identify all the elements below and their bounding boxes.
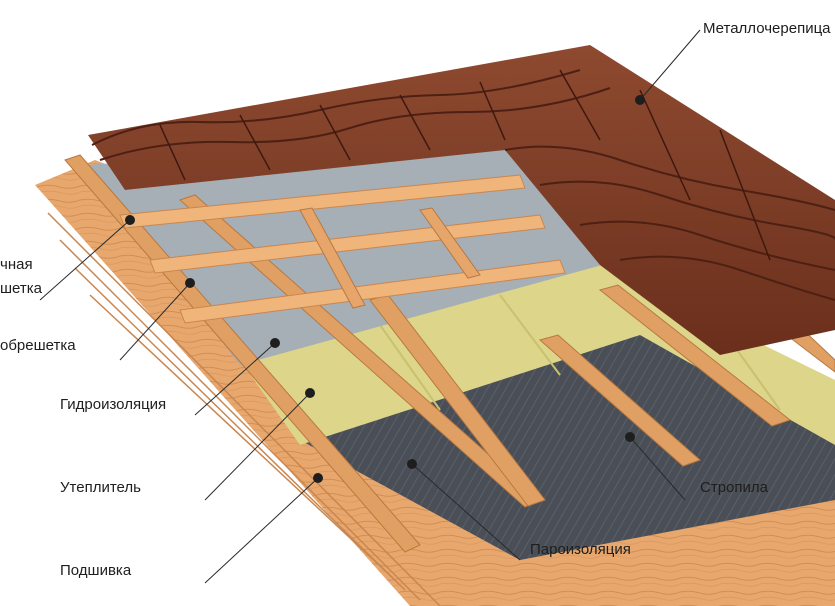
leader-dots [125, 95, 645, 483]
leader-lines [39, 29, 701, 584]
metal-tile-layer [88, 45, 835, 355]
label-waterproofing: Гидроизоляция [60, 396, 167, 413]
label-counter-batten-bottom: шетка [0, 280, 42, 297]
label-rafters: Стропила [700, 479, 768, 496]
label-soffit: Подшивка [60, 562, 132, 579]
label-counter-batten-top: чная [0, 256, 33, 273]
battens-layer [299, 207, 481, 309]
label-metal-tile: Металлочерепица [703, 20, 831, 37]
label-vapor-barrier: Пароизоляция [530, 541, 631, 558]
label-batten: обрешетка [0, 337, 76, 354]
counter-battens-layer [119, 174, 566, 324]
label-insulation: Утеплитель [60, 479, 141, 496]
vapor-barrier-layer [300, 330, 835, 560]
